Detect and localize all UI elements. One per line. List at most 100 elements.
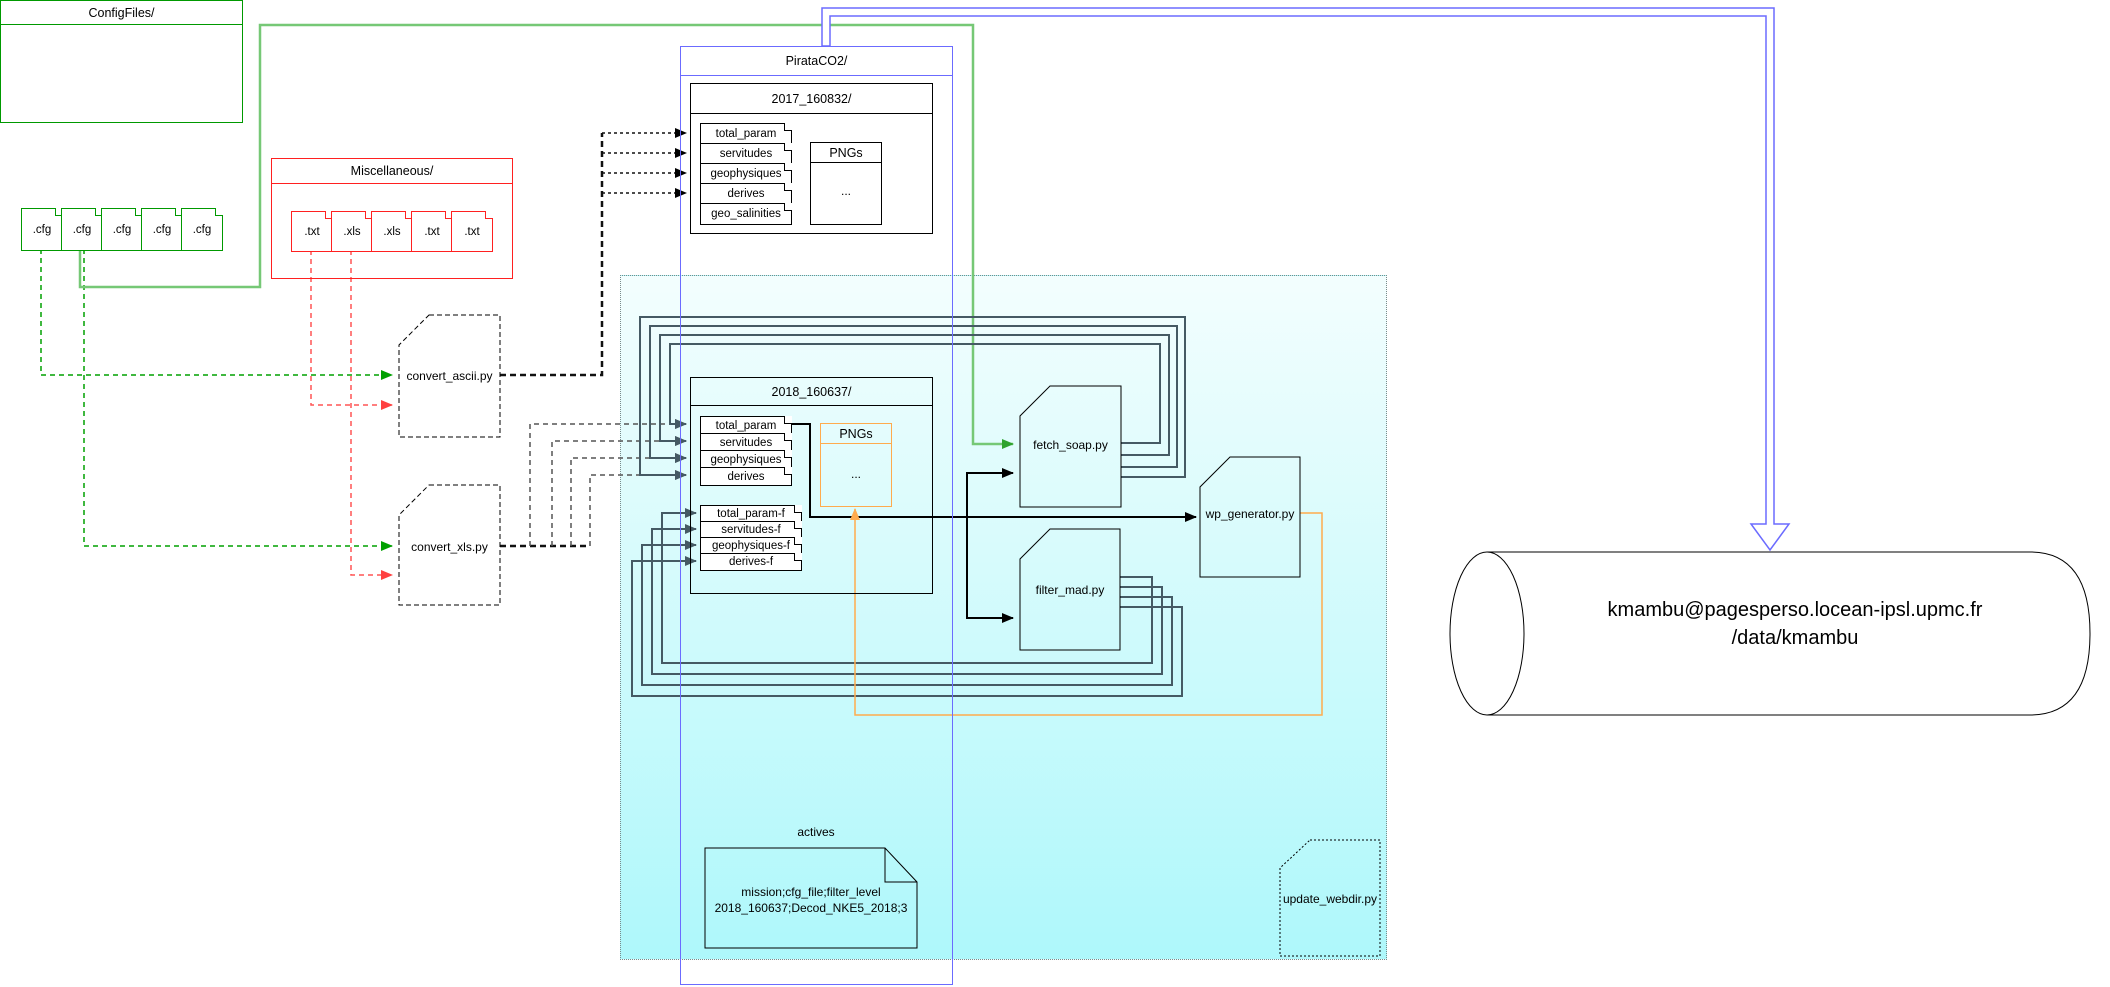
server-host: kmambu@pagesperso.locean-ipsl.upmc.fr	[1607, 599, 1983, 621]
file-2017-geo-salinities: geo_salinities	[700, 203, 792, 225]
edge-branch-to-filter-mad	[966, 517, 1014, 623]
folder-2018-160637: 2018_160637/	[690, 377, 933, 594]
edge-txt-to-convert-ascii	[310, 250, 393, 410]
misc-file-label: .txt	[424, 225, 440, 238]
loop-fetch-to-geophysiques	[649, 325, 1178, 468]
cfg-file: .cfg	[61, 208, 103, 251]
shape-server-cylinder-cap	[1449, 551, 1525, 716]
misc-file-label: .txt	[464, 225, 480, 238]
misc-file-label: .xls	[343, 225, 361, 238]
file-2018-derives: derives	[700, 467, 792, 486]
shape-actives-note-fold	[884, 848, 917, 883]
file-label: geophysiques	[710, 168, 782, 180]
pngs-2017-title: PNGs	[811, 143, 881, 163]
file-label: derives-f	[728, 556, 774, 568]
loop-fetch-to-servitudes	[659, 334, 1170, 456]
loop-filter-to-geophysiques-f	[641, 540, 1173, 686]
misc-file: .txt	[291, 211, 333, 252]
cfg-file-label: .cfg	[112, 223, 132, 236]
edge-xls-to-convert-xls	[350, 250, 393, 580]
cfg-file: .cfg	[181, 208, 223, 251]
filter-mad-script-label: filter_mad.py	[1035, 582, 1105, 597]
file-label: derives	[727, 188, 765, 200]
actives-note-line1: mission;cfg_file;filter_level	[741, 885, 881, 899]
edge-cfg-to-convert-xls	[83, 249, 393, 551]
shape-actives-note	[704, 847, 918, 949]
cfg-file: .cfg	[141, 208, 183, 251]
file-2017-total-param: total_param	[700, 123, 792, 145]
file-label: total_param	[715, 419, 777, 432]
folder-2017-title: 2017_160832/	[691, 84, 932, 114]
shape-convert-ascii	[398, 314, 501, 438]
file-2017-geophysiques: geophysiques	[700, 163, 792, 185]
loop-filter-to-servitudes-f	[651, 524, 1163, 675]
loop-filter-to-total-param-f	[661, 508, 1153, 664]
pirataco2-title: PirataCO2/	[681, 47, 952, 76]
shape-convert-xls	[398, 484, 501, 606]
cfg-file-label: .cfg	[72, 223, 92, 236]
file-label: servitudes	[719, 436, 773, 449]
cfg-file-label: .cfg	[192, 223, 212, 236]
edge-cfg-to-fetch-soap	[78, 23, 1014, 449]
file-2018-geophysiques: geophysiques	[700, 450, 792, 469]
file-2018-servitudes: servitudes	[700, 433, 792, 452]
file-2018-total-param-f: total_param-f	[700, 505, 802, 523]
edge-xls-to-2018-total-param	[529, 419, 687, 546]
pngs-2018-folder: PNGs ...	[820, 423, 892, 507]
file-2017-servitudes: servitudes	[700, 143, 792, 165]
file-2018-geophysiques-f: geophysiques-f	[700, 537, 802, 555]
pngs-2017-ellipsis: ...	[840, 184, 851, 198]
convert-xls-script-label: convert_xls.py	[411, 539, 488, 554]
misc-file-label: .txt	[304, 225, 320, 238]
loop-filter-to-derives-f	[631, 556, 1183, 697]
misc-file-label: .xls	[383, 225, 401, 238]
misc-file: .txt	[451, 211, 493, 252]
misc-file: .xls	[331, 211, 373, 252]
pirataco2-folder: PirataCO2/	[680, 46, 953, 985]
loop-fetch-to-derives	[639, 316, 1186, 480]
file-2018-total-param: total_param	[700, 416, 792, 435]
misc-file: .txt	[411, 211, 453, 252]
edge-xls-to-2018-geophysiques	[570, 453, 687, 546]
convert-ascii-script-label: convert_ascii.py	[406, 368, 493, 383]
file-label: derives	[727, 470, 765, 483]
file-label: total_param-f	[717, 508, 785, 520]
edge-branch-to-fetch-soap	[966, 468, 1014, 517]
cfg-file-label: .cfg	[152, 223, 172, 236]
actives-label: actives	[797, 825, 835, 839]
file-2018-derives-f: derives-f	[700, 553, 802, 571]
shape-filter-mad	[1019, 528, 1121, 651]
file-label: total_param	[715, 128, 777, 140]
file-label: geophysiques	[710, 453, 782, 466]
shape-server-cylinder-body	[1487, 551, 2091, 716]
server-path: /data/kmambu	[1731, 627, 1859, 649]
misc-file: .xls	[371, 211, 413, 252]
edge-xls-to-2018-derives	[589, 470, 687, 546]
pngs-2018-ellipsis: ...	[850, 467, 861, 481]
miscellaneous-folder: Miscellaneous/	[271, 158, 513, 279]
miscellaneous-title: Miscellaneous/	[272, 159, 512, 184]
file-label: geophysiques-f	[712, 540, 790, 552]
actives-note-line2: 2018_160637;Decod_NKE5_2018;3	[714, 901, 908, 915]
pngs-2017-folder: PNGs ...	[810, 142, 882, 225]
configfiles-folder: ConfigFiles/	[0, 0, 243, 123]
cfg-file: .cfg	[101, 208, 143, 251]
shape-update-webdir	[1279, 839, 1381, 957]
shape-fetch-soap	[1019, 385, 1122, 508]
fetch-soap-script-label: fetch_soap.py	[1033, 437, 1108, 452]
file-2018-servitudes-f: servitudes-f	[700, 521, 802, 539]
file-label: servitudes-f	[721, 524, 781, 536]
edge-convert-ascii-riser	[500, 133, 604, 377]
cfg-file-label: .cfg	[32, 223, 52, 236]
edge-xls-to-2018-servitudes	[551, 436, 687, 546]
edge-cfg-to-convert-ascii	[40, 249, 393, 380]
loop-fetch-to-total-param	[669, 343, 1161, 444]
configfiles-title: ConfigFiles/	[1, 1, 242, 25]
edge-total-param-to-wp-generator	[790, 423, 1197, 522]
file-label: geo_salinities	[711, 208, 781, 220]
file-label: servitudes	[719, 148, 773, 160]
cfg-file: .cfg	[21, 208, 63, 251]
folder-2018-title: 2018_160637/	[691, 378, 932, 406]
